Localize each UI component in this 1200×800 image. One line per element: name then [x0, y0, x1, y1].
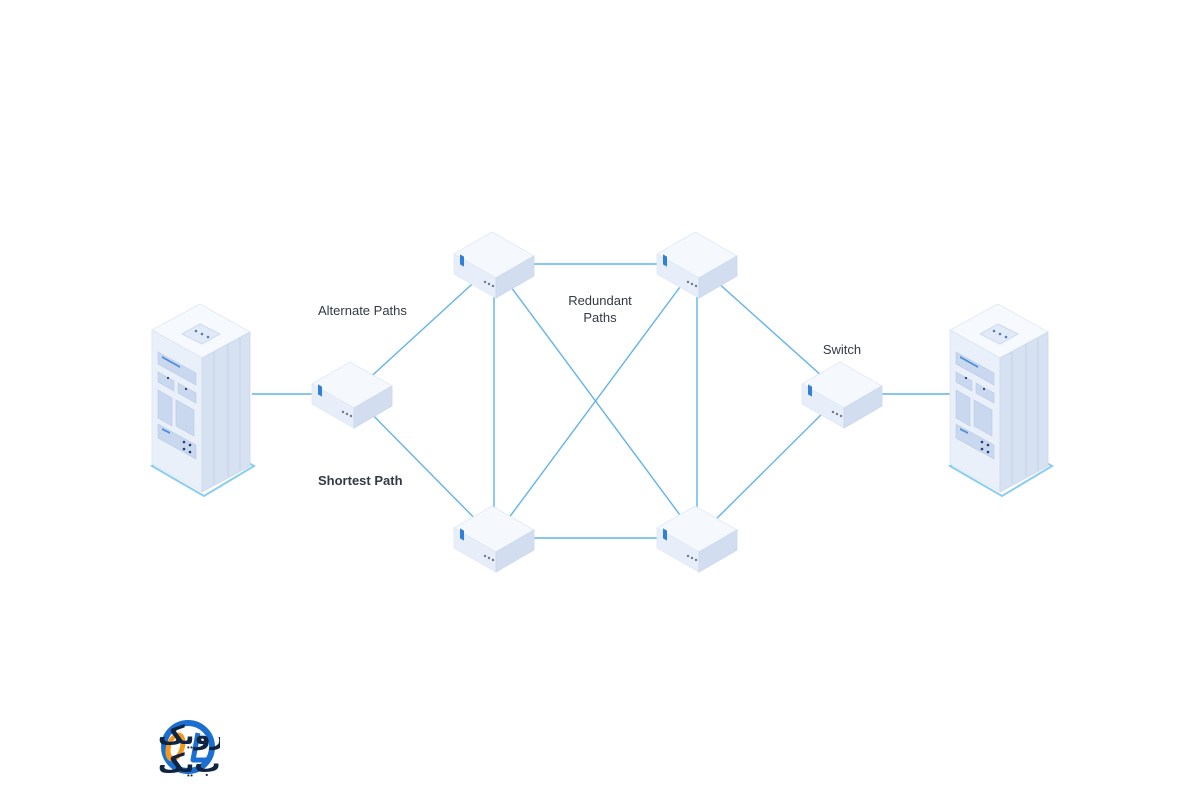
label-alternate-paths: Alternate Paths	[318, 303, 407, 318]
network-switch-icon	[453, 231, 535, 299]
network-switch-icon	[801, 361, 883, 429]
link-switch-top-right-to-switch-right	[696, 263, 843, 395]
network-switch-icon	[453, 505, 535, 573]
link-switch-bottom-right-to-switch-right	[696, 393, 843, 539]
label-redundant-paths-line1: Redundant	[568, 293, 632, 308]
label-switch: Switch	[823, 342, 861, 357]
label-shortest-path: Shortest Path	[318, 473, 403, 488]
logo-line1: صفرویک	[158, 721, 220, 751]
node-group	[151, 231, 1053, 573]
link-switch-left-to-switch-top-left	[351, 263, 495, 395]
link-switch-left-to-switch-bottom-left	[351, 393, 495, 539]
company-logo: صفرویک انتخاب‌یک	[158, 720, 220, 779]
server-rack-icon	[949, 303, 1053, 497]
server-rack-icon	[151, 303, 255, 497]
network-switch-icon	[656, 231, 738, 299]
network-switch-icon	[311, 361, 393, 429]
link-switch-top-right-to-switch-bottom-left	[493, 263, 698, 539]
label-redundant-paths-line2: Paths	[583, 310, 617, 325]
logo-line2: انتخاب‌یک	[158, 749, 220, 779]
logo-mark-icon	[161, 720, 215, 774]
network-switch-icon	[656, 505, 738, 573]
